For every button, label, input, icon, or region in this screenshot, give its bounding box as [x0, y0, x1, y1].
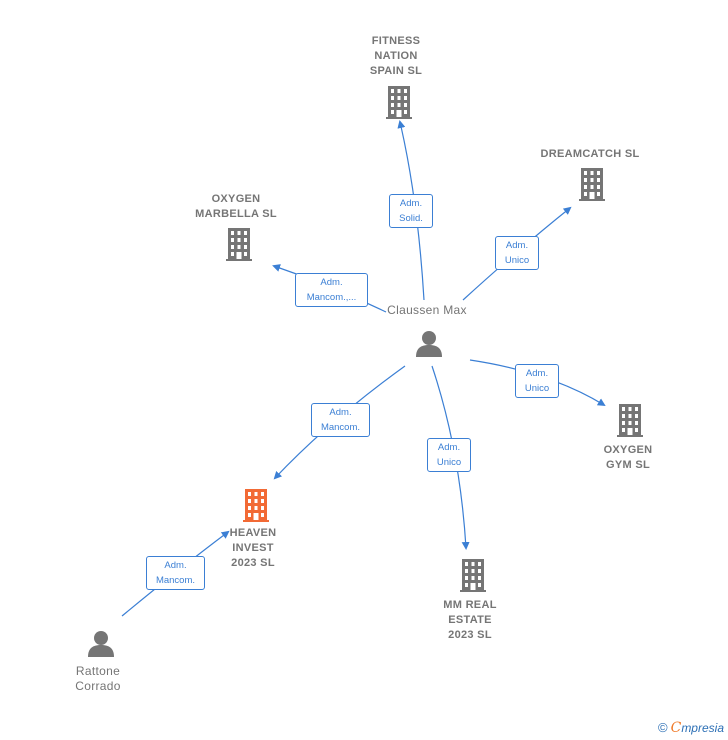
- edge-role-line1: Adm.: [525, 368, 549, 379]
- edge-role-line2: Mancom.: [320, 422, 361, 433]
- brand-logo-text: mpresia: [681, 721, 724, 735]
- edge-label-mm: Adm. Unico: [427, 438, 471, 472]
- edge-label-marbella: Adm. Mancom.,...: [295, 273, 368, 307]
- edge-label-fitness: Adm. Solid.: [389, 194, 433, 228]
- node-label-rattone-corrado[interactable]: Rattone Corrado: [75, 664, 121, 693]
- edge-label-heaven: Adm. Mancom.: [311, 403, 370, 437]
- edge-role-line2: Unico: [436, 457, 462, 468]
- edge-role-line2: Unico: [504, 255, 530, 266]
- edge-role-line2: Solid.: [399, 213, 423, 224]
- brand-logo-letter: C: [670, 720, 682, 736]
- node-label-claussen-max[interactable]: Claussen Max: [387, 303, 467, 317]
- edge-role-line2: Mancom.: [155, 575, 196, 586]
- edge-role-line1: Adm.: [505, 240, 529, 251]
- building-icon[interactable]: [579, 168, 605, 201]
- edge-role-line1: Adm.: [329, 407, 352, 418]
- node-label-mm-real-estate[interactable]: MM REAL ESTATE 2023 SL: [443, 599, 497, 641]
- edge-role-line1: Adm.: [320, 277, 343, 288]
- building-icon[interactable]: [226, 228, 252, 261]
- edge-label-dreamcatch: Adm. Unico: [495, 236, 539, 270]
- node-label-oxygen-gym[interactable]: OXYGEN GYM SL: [603, 444, 653, 471]
- copyright-icon: ©: [658, 720, 668, 735]
- edge-role-line1: Adm.: [399, 198, 423, 209]
- building-icon[interactable]: [243, 489, 269, 522]
- edge-role-line1: Adm.: [437, 442, 461, 453]
- person-icon[interactable]: [416, 331, 442, 357]
- edge-role-line1: Adm.: [164, 560, 187, 571]
- node-label-oxygen-marbella[interactable]: OXYGEN MARBELLA SL: [195, 193, 277, 220]
- building-icon[interactable]: [617, 404, 643, 437]
- building-icon[interactable]: [460, 559, 486, 592]
- node-label-fitness-nation-spain[interactable]: FITNESS NATION SPAIN SL: [369, 35, 423, 77]
- person-icon[interactable]: [88, 631, 114, 657]
- brand-footer: ©Cmpresia: [658, 720, 724, 736]
- edge-label-rattone: Adm. Mancom.: [146, 556, 205, 590]
- edge-label-gym: Adm. Unico: [515, 364, 559, 398]
- edge-role-line2: Mancom.,...: [306, 292, 357, 303]
- node-label-dreamcatch[interactable]: DREAMCATCH SL: [540, 148, 640, 160]
- edge-role-line2: Unico: [524, 383, 550, 394]
- building-icon[interactable]: [386, 86, 412, 119]
- node-label-heaven-invest[interactable]: HEAVEN INVEST 2023 SL: [229, 527, 277, 569]
